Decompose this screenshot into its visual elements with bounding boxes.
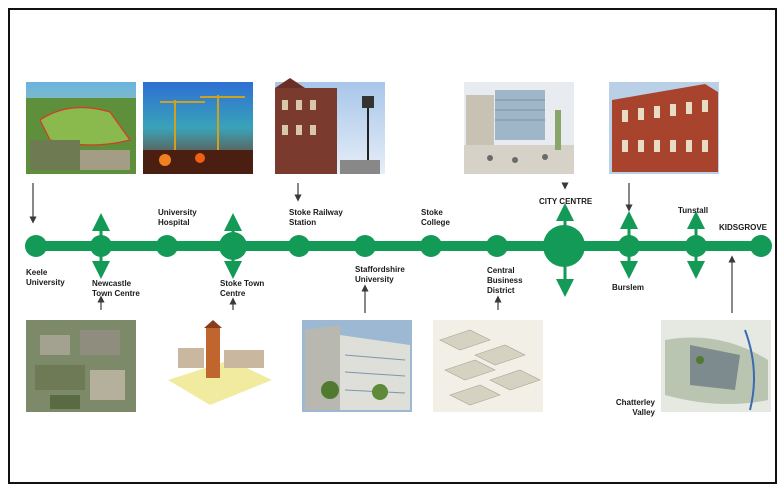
photo-burslem-building bbox=[609, 82, 719, 174]
station-node-city-centre bbox=[543, 225, 585, 267]
photo-keele-aerial bbox=[26, 82, 136, 174]
label-city-centre: CITY CENTRE bbox=[539, 197, 593, 206]
photo-cbd-plan bbox=[433, 320, 543, 412]
photo-chatterley-plan bbox=[661, 320, 771, 412]
station-node-tunstall bbox=[685, 235, 707, 257]
label-central-business-district: Central Business District bbox=[487, 266, 523, 295]
station-node-newcastle bbox=[90, 235, 112, 257]
photo-stoke-town-model bbox=[163, 320, 273, 412]
photo-city-centre-render bbox=[464, 82, 574, 174]
label-chatterley-valley: Chatterley Valley bbox=[615, 398, 655, 417]
label-university-hospital: University Hospital bbox=[158, 208, 197, 227]
station-node-cbd bbox=[486, 235, 508, 257]
photo-staffs-uni-building bbox=[302, 320, 412, 412]
label-stoke-town-centre: Stoke Town Centre bbox=[220, 279, 265, 298]
label-tunstall: Tunstall bbox=[678, 206, 709, 215]
station-node-hospital bbox=[156, 235, 178, 257]
station-node-keele bbox=[25, 235, 47, 257]
label-staffordshire-university: Staffordshire University bbox=[355, 265, 405, 284]
label-stoke-railway-station: Stoke Railway Station bbox=[289, 208, 343, 227]
station-node-stoke-college bbox=[420, 235, 442, 257]
station-node-staffs-uni bbox=[354, 235, 376, 257]
station-node-stoke-town bbox=[219, 232, 247, 260]
photo-hospital-cranes bbox=[143, 82, 253, 174]
label-stoke-college: Stoke College bbox=[421, 208, 450, 227]
station-node-stoke-rail bbox=[288, 235, 310, 257]
photo-railway-station bbox=[275, 78, 385, 174]
station-nodes bbox=[25, 225, 772, 267]
photo-pointers bbox=[29, 182, 736, 313]
label-kidsgrove: KIDSGROVE bbox=[719, 223, 768, 232]
label-keele-university: Keele University bbox=[26, 268, 65, 287]
label-newcastle-town-centre: Newcastle Town Centre bbox=[92, 279, 140, 298]
label-burslem: Burslem bbox=[612, 283, 645, 292]
station-node-kidsgrove bbox=[750, 235, 772, 257]
station-node-burslem bbox=[618, 235, 640, 257]
photo-newcastle-aerial bbox=[26, 320, 136, 412]
